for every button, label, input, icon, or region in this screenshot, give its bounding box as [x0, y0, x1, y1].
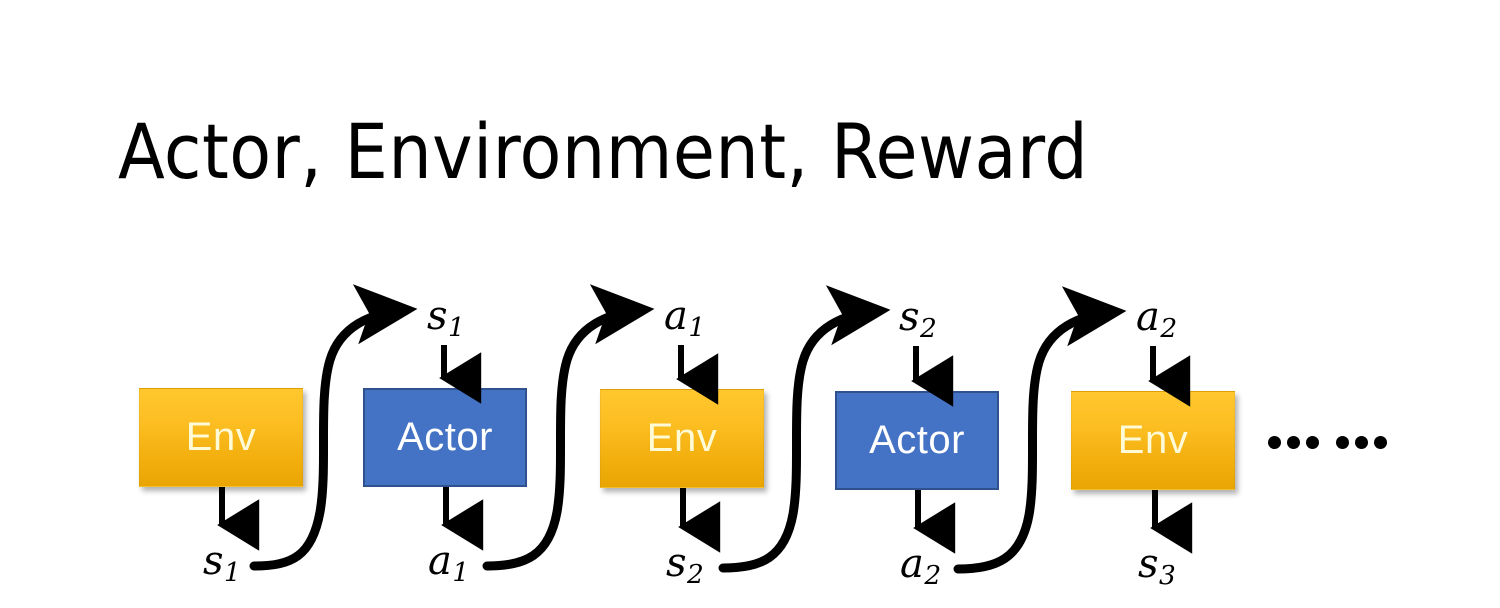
top-label-a2: a2: [1136, 297, 1177, 343]
ellipsis-dot: [1355, 436, 1368, 449]
top-label-a2-subscript: 2: [1160, 313, 1178, 345]
page-title: Actor, Environment, Reward: [118, 107, 1089, 196]
top-label-s2: s2: [899, 297, 937, 343]
actor-box-2-label: Actor: [869, 418, 965, 462]
env-box-1[interactable]: Env: [139, 388, 303, 487]
bottom-label-a2: a2: [900, 544, 941, 590]
actor-box-1-label: Actor: [397, 415, 493, 459]
actor-box-1[interactable]: Actor: [363, 388, 527, 487]
bottom-label-s2-subscript: 2: [687, 559, 704, 591]
ellipsis-dot: [1374, 436, 1387, 449]
bottom-label-s3-symbol: s: [1138, 541, 1159, 587]
env-box-2[interactable]: Env: [600, 389, 764, 488]
ellipsis-dot: [1268, 436, 1281, 449]
ellipsis-gap: [1325, 442, 1330, 443]
bottom-label-s2-symbol: s: [666, 540, 687, 586]
bottom-label-a1-subscript: 1: [452, 557, 470, 589]
env-box-1-label: Env: [185, 415, 257, 459]
top-label-a1-symbol: a: [664, 293, 688, 339]
actor-box-2[interactable]: Actor: [835, 391, 999, 490]
env-box-2-label: Env: [646, 416, 718, 460]
bottom-label-s3-subscript: 3: [1159, 560, 1176, 592]
continuation-ellipsis: [1268, 436, 1387, 449]
bottom-label-s1: s1: [203, 541, 241, 587]
top-label-s2-subscript: 2: [920, 313, 937, 345]
bottom-label-s2: s2: [666, 543, 704, 589]
env-box-3-label: Env: [1117, 418, 1189, 462]
top-label-a1: a1: [664, 296, 705, 342]
bottom-label-a2-subscript: 2: [924, 560, 942, 592]
env-box-3[interactable]: Env: [1071, 391, 1235, 490]
top-label-s1-subscript: 1: [448, 312, 465, 344]
top-label-s1: s1: [427, 296, 465, 342]
bottom-label-s1-subscript: 1: [224, 557, 241, 589]
top-label-a2-symbol: a: [1136, 294, 1160, 340]
top-label-s2-symbol: s: [899, 294, 920, 340]
top-label-a1-subscript: 1: [688, 312, 706, 344]
top-label-s1-symbol: s: [427, 293, 448, 339]
bottom-label-s1-symbol: s: [203, 538, 224, 584]
ellipsis-dot: [1336, 436, 1349, 449]
ellipsis-dot: [1306, 436, 1319, 449]
bottom-label-a1-symbol: a: [428, 538, 452, 584]
bottom-label-a1: a1: [428, 541, 469, 587]
bottom-label-a2-symbol: a: [900, 541, 924, 587]
ellipsis-dot: [1287, 436, 1300, 449]
bottom-label-s3: s3: [1138, 544, 1176, 590]
